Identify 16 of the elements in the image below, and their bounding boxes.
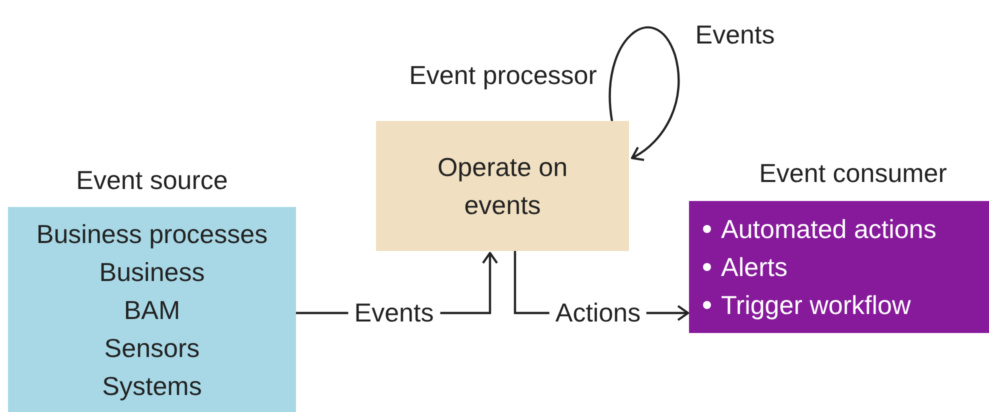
box-text: BAM bbox=[124, 294, 180, 326]
arrow bbox=[608, 26, 680, 160]
list-item: Automated actions bbox=[721, 213, 936, 246]
box-heading: Event source bbox=[76, 165, 228, 196]
box-text: Business processes bbox=[36, 218, 268, 250]
box-heading: Event processor bbox=[409, 60, 597, 91]
consumer-box bbox=[689, 201, 989, 333]
box-text: Systems bbox=[102, 370, 202, 402]
box-heading: Event consumer bbox=[759, 158, 947, 189]
box-text: Sensors bbox=[104, 332, 200, 364]
list-item: Trigger workflow bbox=[721, 289, 911, 322]
box-text: Business bbox=[99, 256, 205, 288]
list-item: Alerts bbox=[721, 251, 788, 284]
box-text: Operate on events bbox=[436, 151, 569, 222]
source-box bbox=[8, 207, 296, 412]
process-box bbox=[376, 121, 629, 251]
